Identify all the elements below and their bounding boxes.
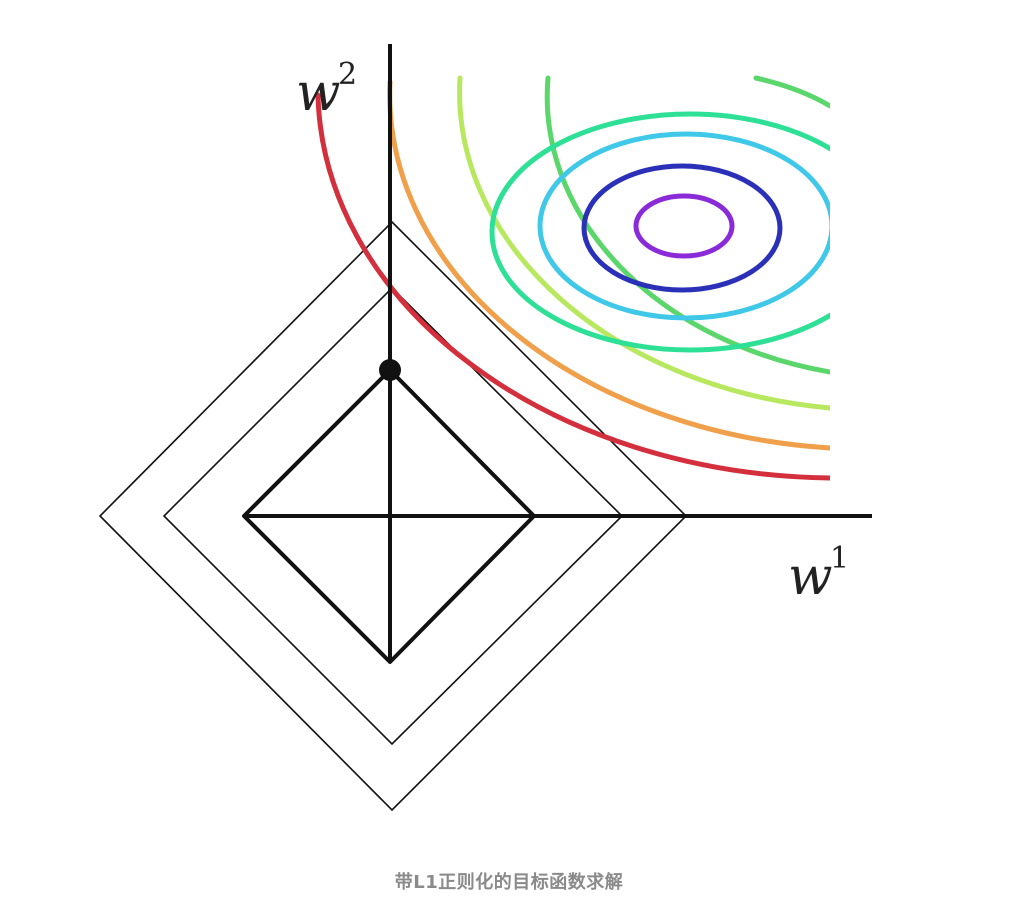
constraint-diamond-inner xyxy=(242,368,536,664)
solution-point xyxy=(379,359,401,381)
x-axis-label: w xyxy=(788,547,833,607)
contour-ring-1 xyxy=(315,92,830,481)
x-axis-superscript: 1 xyxy=(830,541,849,576)
y-axis-label: w xyxy=(296,63,341,123)
contour-ring-2 xyxy=(387,79,830,451)
contour-ring-7 xyxy=(581,163,783,293)
contour-ring-5 xyxy=(489,111,830,353)
loss-contours xyxy=(315,75,830,481)
constraint-diamond-outer xyxy=(98,220,688,812)
contour-ring-4 xyxy=(544,75,830,375)
figure-caption: 带L1正则化的目标函数求解 xyxy=(394,872,624,893)
y-axis-superscript: 2 xyxy=(338,57,357,92)
contour-ring-8 xyxy=(633,193,735,259)
contour-ring-4b xyxy=(753,75,830,109)
contour-ring-6 xyxy=(537,131,830,321)
l1-regularization-diagram: w 2 w 1 xyxy=(98,44,872,812)
constraint-diamond-middle xyxy=(162,286,624,746)
contour-ring-3 xyxy=(457,75,830,411)
